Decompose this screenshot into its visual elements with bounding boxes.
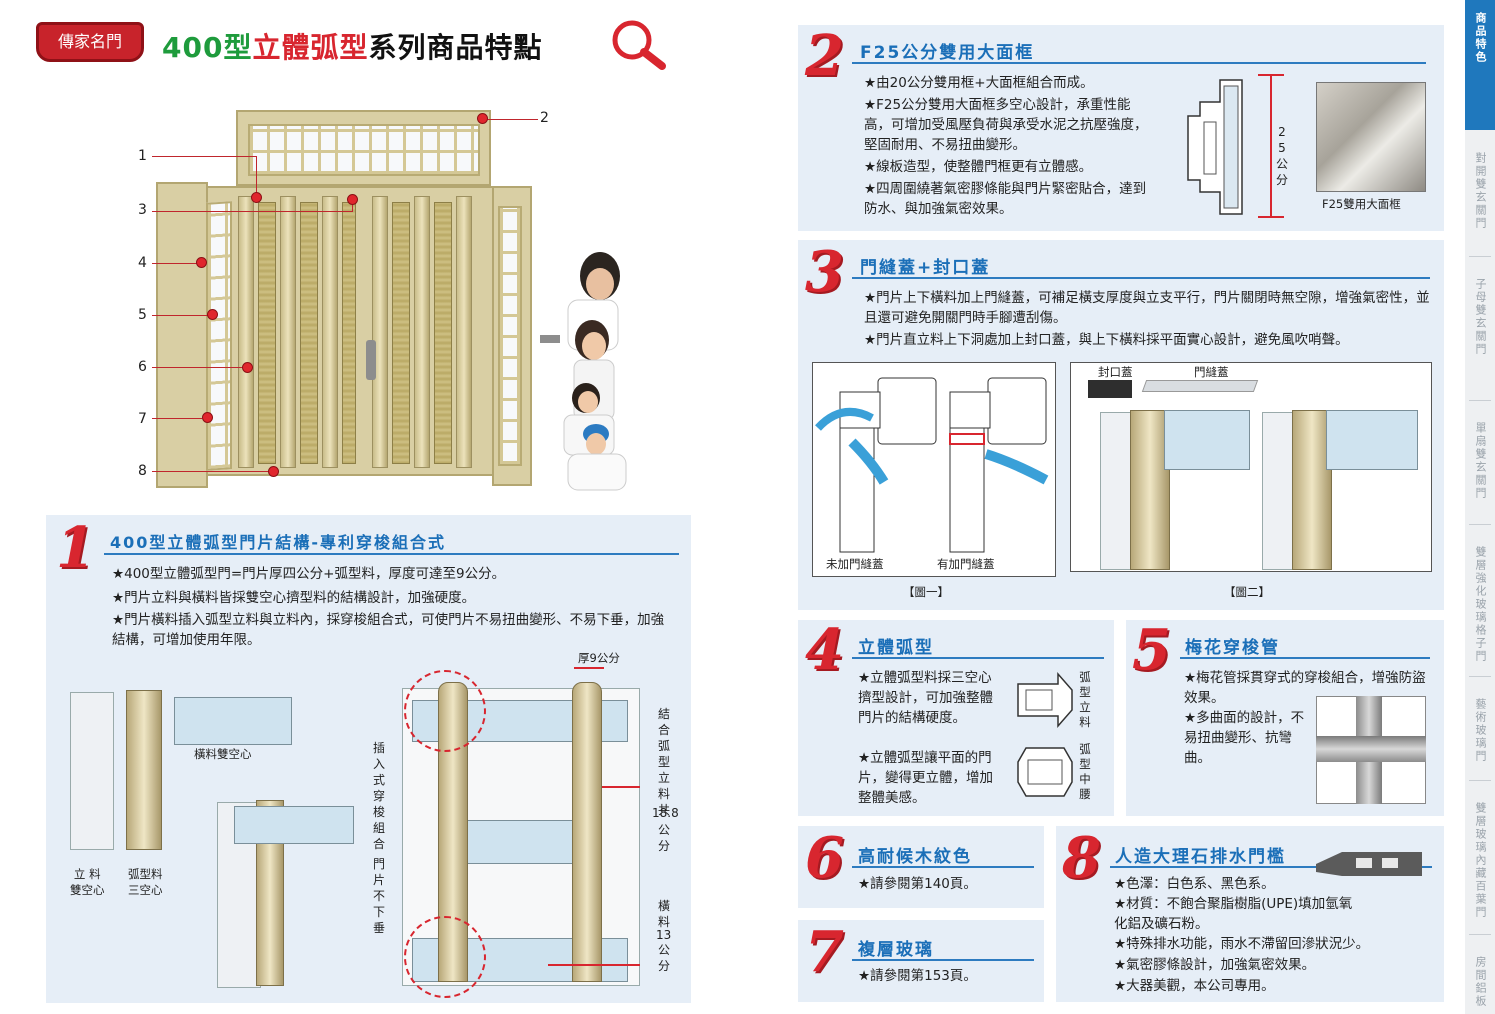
section-1-bullet-2: ★門片立料與橫料皆採雙空心擠型料的結構設計，加強硬度。 (112, 590, 476, 606)
left-side-window (206, 201, 232, 471)
section-2-bullet-3: ★線板造型，使整體門框更有立體感。 (864, 159, 1093, 175)
gap-cover (1141, 380, 1259, 392)
section-7-number: 7 (805, 919, 844, 985)
side-tab-features[interactable]: 商品特色 (1465, 0, 1495, 130)
section-6-number: 6 (805, 825, 844, 891)
magnifier-icon (612, 20, 666, 70)
callout-dot-1 (251, 192, 262, 203)
section-7-panel (798, 920, 1044, 1002)
section-3-number: 3 (805, 239, 844, 305)
title-arc: 立體弧型 (252, 31, 369, 64)
transom-window (248, 124, 480, 176)
section-5-title: 梅花穿梭管 (1185, 638, 1280, 658)
arc-profile (126, 690, 162, 850)
section-6-bullet-1: ★請參閱第140頁。 (858, 876, 977, 892)
section-5-bullet-1: ★梅花管採貫穿式的穿梭組合，增強防盜效果。 (1184, 670, 1426, 706)
side-tab-double-door[interactable]: 對開雙玄關門 (1474, 152, 1487, 230)
section-7-title: 複層玻璃 (858, 940, 934, 960)
arc-upright-section (1017, 672, 1073, 728)
insert-detail-circle-top (404, 670, 486, 752)
callout-dot-2 (477, 113, 488, 124)
arc-waist-section (1017, 747, 1073, 797)
section-2-bullet-1: ★由20公分雙用框+大面框組合而成。 (864, 75, 1094, 91)
side-nav (1465, 0, 1495, 1014)
section-8-number: 8 (1062, 825, 1101, 891)
seal-cap (1088, 380, 1132, 398)
right-side-window (498, 206, 522, 466)
section-1-bullet-3: ★門片橫料插入弧型立料與立料內，採穿梭組合式，可使門片不易扭曲變形、不易下垂，加… (112, 612, 665, 648)
callout-dot-4 (196, 257, 207, 268)
callout-dot-8 (268, 466, 279, 477)
side-tab-mother-son-door[interactable]: 子母雙玄關門 (1474, 278, 1487, 356)
section-2-number: 2 (805, 23, 844, 89)
section-1-number: 1 (56, 515, 95, 581)
vertical-profile-ghost (70, 692, 114, 850)
side-tab-art-glass-door[interactable]: 藝術玻璃門 (1474, 698, 1487, 763)
section-6-title: 高耐候木紋色 (858, 847, 972, 867)
insert-detail-circle-bottom (404, 916, 486, 998)
side-tab-room-door[interactable]: 房間鋁板 (1474, 956, 1487, 1008)
brand-logo: 傳家名門 (36, 22, 144, 62)
section-3-bullet-2: ★門片直立料上下洞處加上封口蓋，與上下橫料採平面實心設計，避免風吹哨聲。 (864, 332, 1349, 348)
side-tab-single-door[interactable]: 單扇雙玄關門 (1474, 422, 1487, 500)
section-8-bullet-1: ★色澤：白色系、黑色系。 (1114, 876, 1275, 892)
title-model: 400型 (162, 31, 253, 64)
section-8-bullet-4: ★氣密膠條設計，加強氣密效果。 (1114, 957, 1316, 973)
section-3-bullet-1: ★門片上下橫料加上門縫蓋，可補足橫支厚度與立支平行，門片關閉時無空隙，增強氣密性… (864, 290, 1430, 326)
section-4-bullet-2: ★立體弧型讓平面的門片，變得更立體，增加整體美感。 (858, 750, 993, 806)
section-3-title: 門縫蓋+封口蓋 (860, 258, 991, 278)
callout-dot-3 (347, 194, 358, 205)
section-2-bullet-2: ★F25公分雙用大面框多空心設計，承重性能高，可增加受風壓負荷與承受水泥之抗壓強… (864, 97, 1148, 153)
section-7-bullet-1: ★請參閱第153頁。 (858, 968, 977, 984)
section-4-title: 立體弧型 (858, 638, 934, 658)
side-tab-blinds-door[interactable]: 雙層玻璃內藏百葉門 (1474, 802, 1487, 919)
frame-photo (1316, 82, 1426, 192)
section-1-bullet-1: ★400型立體弧型門=門片厚四公分+弧型料，厚度可達至9公分。 (112, 566, 506, 582)
section-2-bullet-4: ★四周圍繞著氣密膠條能與門片緊密貼合，達到防水、與加強氣密效果。 (864, 181, 1147, 217)
section-8-bullet-2: ★材質：不飽合聚脂樹脂(UPE)填加氫氧化鋁及礦石粉。 (1114, 896, 1353, 932)
door-handle (366, 340, 376, 380)
threshold-image (1316, 852, 1422, 876)
callout-dot-5 (207, 309, 218, 320)
section-8-bullet-3: ★特殊排水功能，雨水不滯留回滲狀況少。 (1114, 936, 1370, 952)
frame-profile-drawing (1187, 79, 1243, 215)
title-series: 系列商品特點 (368, 31, 543, 64)
section-5-bullet-2: ★多曲面的設計，不易扭曲變形、抗彎曲。 (1184, 710, 1305, 766)
section-2-title: F25公分雙用大面框 (860, 43, 1035, 63)
section-4-number: 4 (805, 617, 844, 683)
section-4-bullet-1: ★立體弧型料採三空心擠型設計，可加強整體門片的結構硬度。 (858, 670, 993, 726)
callout-dot-6 (242, 362, 253, 373)
section-8-bullet-5: ★大器美觀，本公司專用。 (1114, 978, 1275, 994)
horizontal-profile (174, 697, 292, 745)
side-tab-tempered-glass-door[interactable]: 雙層強化玻璃格子門 (1474, 546, 1487, 663)
family-photo (563, 252, 627, 491)
section-5-number: 5 (1132, 617, 1171, 683)
callout-dot-7 (202, 412, 213, 423)
left-side-panel (156, 182, 208, 488)
section-1-title: 400型立體弧型門片結構-專利穿梭組合式 (110, 533, 447, 552)
page-title: 400型立體弧型系列商品特點 (162, 26, 542, 66)
section-8-title: 人造大理石排水門檻 (1115, 847, 1286, 867)
